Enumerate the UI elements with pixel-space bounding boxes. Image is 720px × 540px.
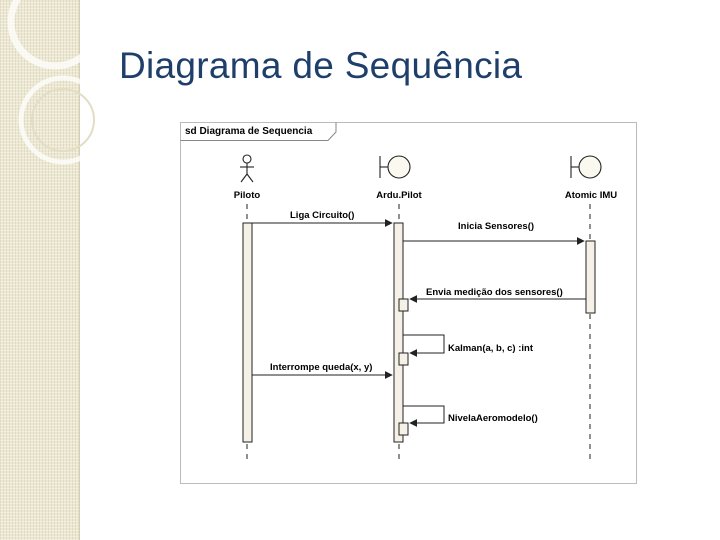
slide-title: Diagrama de Sequência [119, 45, 523, 86]
lifeline-label-imu: Atomic IMU [565, 190, 617, 201]
activation-bar-imu [585, 240, 596, 314]
activation-bar-ardupilot [393, 222, 404, 443]
message-label: Interrompe queda(x, y) [270, 362, 372, 373]
message-label: NivelaAeromodelo() [448, 413, 538, 424]
boundary-icon [570, 155, 602, 179]
message-label: Liga Circuito() [290, 210, 354, 221]
sequence-diagram: sd Diagrama de Sequencia Piloto Ardu.Pil… [180, 122, 637, 484]
activation-bar-ardupilot-nested [398, 422, 409, 436]
message-arrow-self [403, 405, 445, 427]
message-label: Kalman(a, b, c) :int [448, 343, 534, 354]
actor-icon [240, 154, 254, 183]
lifeline-label-ardupilot: Ardu.Pilot [376, 190, 422, 201]
lifeline-label-piloto: Piloto [234, 190, 261, 201]
message-arrow-self [403, 334, 445, 357]
frame-label-tab [180, 122, 337, 141]
message-label: Envia medição dos sensores() [426, 287, 563, 298]
activation-bar-ardupilot-nested [398, 352, 409, 366]
decorative-circles [7, 0, 108, 165]
message-label: Inicia Sensores() [458, 221, 534, 232]
frame-label: sd Diagrama de Sequencia [185, 126, 313, 137]
activation-bar-ardupilot-nested [398, 298, 409, 312]
boundary-icon [379, 155, 411, 179]
sequence-diagram-canvas: sd Diagrama de Sequencia Piloto Ardu.Pil… [180, 122, 637, 484]
activation-bar-piloto [242, 222, 253, 443]
